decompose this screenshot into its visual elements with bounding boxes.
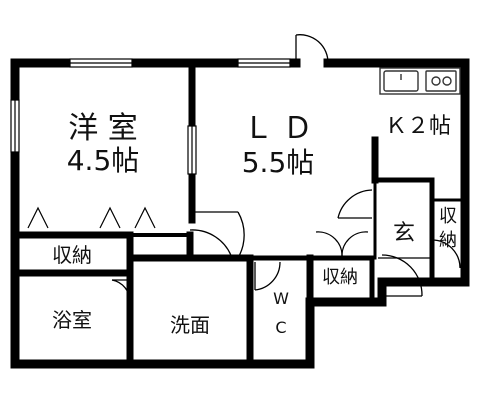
kitchen-counter — [379, 67, 461, 95]
entrance-name: 玄 — [393, 221, 415, 246]
storage-left-name: 収納 — [52, 243, 92, 267]
kitchen-name: Ｋ２帖 — [385, 114, 451, 139]
doors — [111, 34, 461, 303]
sink-icon — [383, 70, 419, 92]
western-room-name: 洋 室 — [68, 111, 138, 146]
washroom-name: 洗面 — [170, 313, 210, 337]
bath-name: 浴室 — [52, 308, 92, 332]
living-dining-name: Ｌ Ｄ — [243, 111, 313, 146]
living-dining-size: 5.5帖 — [242, 146, 315, 179]
windows — [10, 58, 291, 175]
wc-line2: C — [275, 318, 286, 337]
closet-doors — [27, 206, 156, 229]
storage-entrance-label: 収 納 — [439, 206, 457, 251]
storage-entrance-char1: 収 — [439, 206, 457, 227]
western-room-size: 4.5帖 — [67, 144, 140, 177]
walls — [10, 58, 470, 369]
wc-line1: W — [273, 289, 289, 308]
stove-icon — [425, 70, 457, 92]
storage-entrance-char2: 納 — [439, 230, 457, 251]
storage-center-name: 収納 — [322, 267, 358, 288]
